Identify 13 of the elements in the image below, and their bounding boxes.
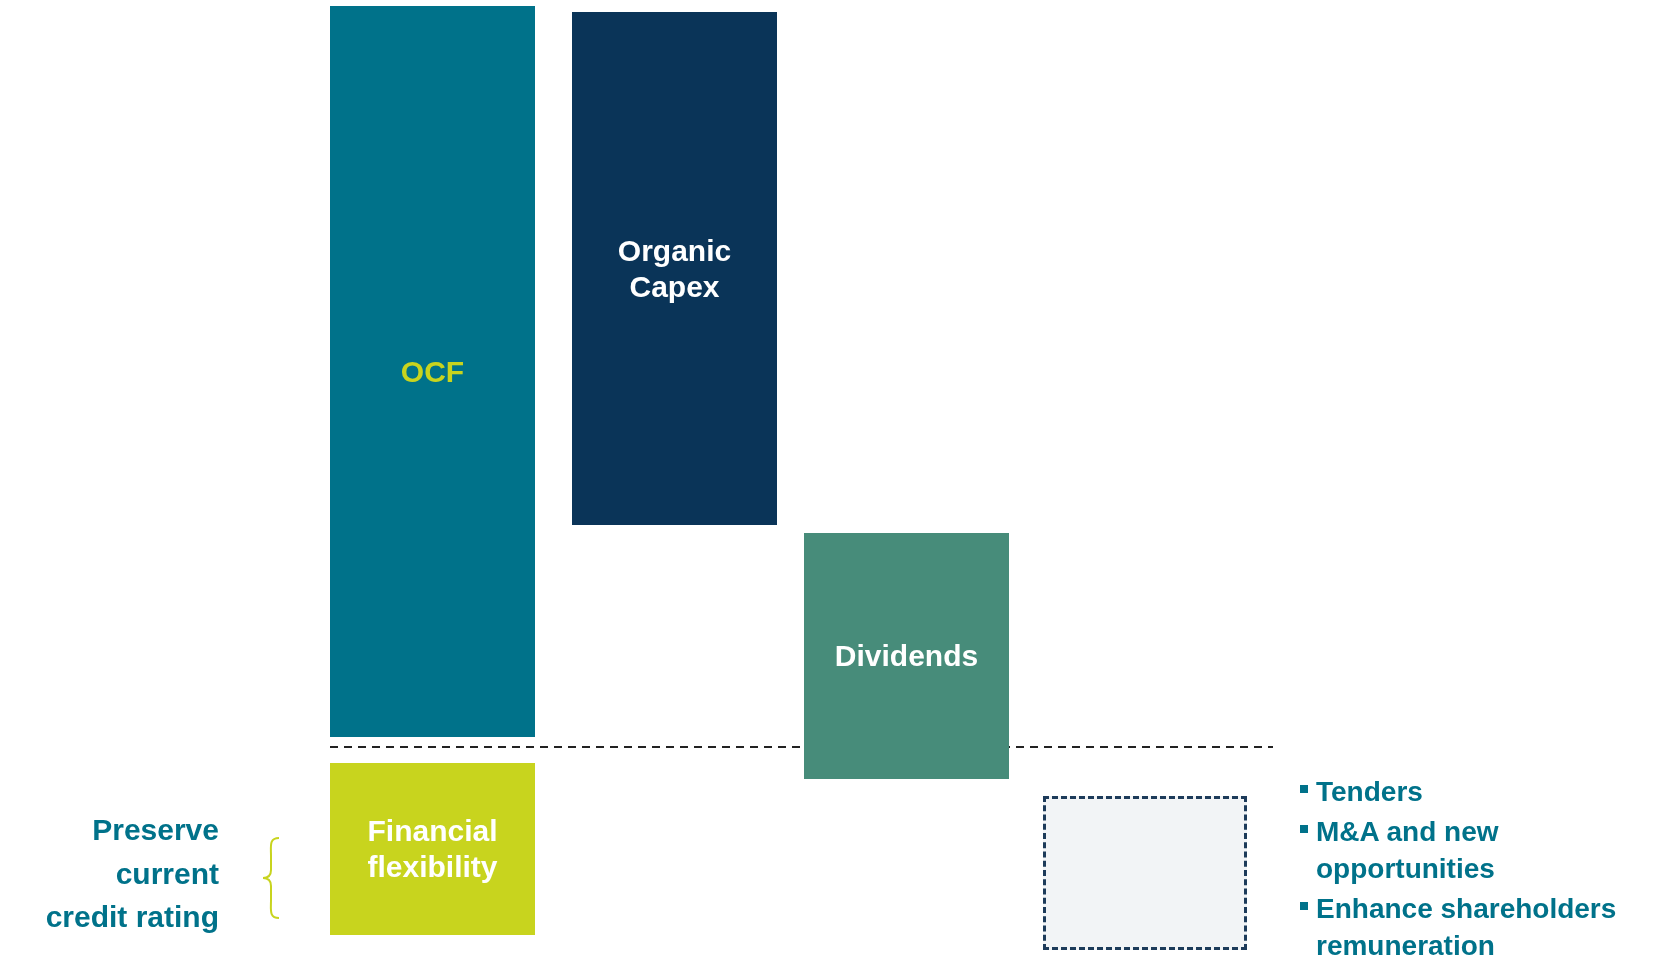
side-note: Preserve current credit rating [44, 812, 219, 935]
bar-block [330, 6, 535, 737]
bullet-text: Tenders [1316, 775, 1424, 809]
block-label: Organic Capex [616, 232, 733, 305]
bullet-text: Enhance shareholders remuneration [1316, 892, 1618, 963]
block-label: OCF [400, 353, 465, 390]
block-label: Financial flexibility [366, 813, 499, 885]
bar-block [804, 533, 1009, 779]
block-label: Dividends [834, 638, 979, 674]
bar-block [572, 12, 777, 525]
dashed-box [1043, 796, 1247, 950]
bullet-text: M&A and new opportunities [1316, 815, 1500, 886]
bar-block [330, 763, 535, 935]
